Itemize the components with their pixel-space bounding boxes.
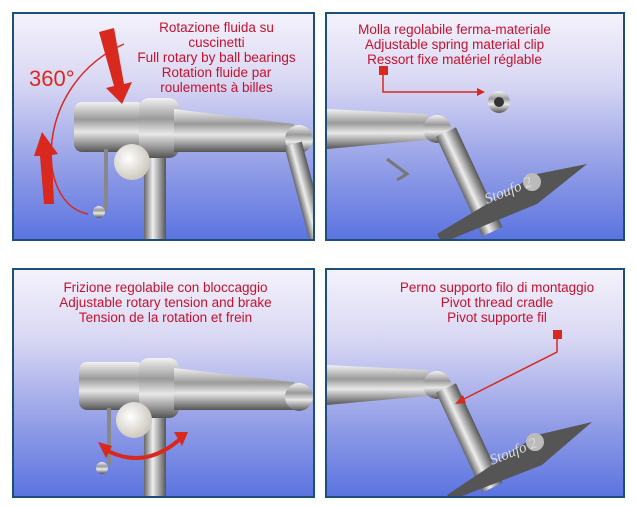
panel-spring-clip: Stoufo 2 Molla regolabile ferma-material… (325, 12, 625, 241)
caption-line: Pivot supporte fil (447, 310, 547, 325)
panel-rotary: 360° Rotazione fluida su cuscinetti Full… (12, 12, 315, 241)
caption-line: Rotation fluide par (161, 65, 272, 80)
panel-tension-brake: Frizione regolabile con bloccaggio Adjus… (12, 268, 315, 498)
caption-spring-clip: Molla regolabile ferma-materiale Adjusta… (327, 22, 582, 67)
caption-line: roulements à billes (160, 80, 273, 95)
panel-thread-cradle: Stoufo 2 Perno supporto filo di montaggi… (325, 268, 625, 498)
caption-line: Ressort fixe matériel réglable (367, 52, 542, 67)
caption-thread-cradle: Perno supporto filo di montaggio Pivot t… (367, 280, 623, 325)
arrow-down-icon (99, 28, 132, 104)
caption-line: cuscinetti (188, 35, 245, 50)
caption-tension-brake: Frizione regolabile con bloccaggio Adjus… (14, 280, 313, 325)
caption-line: Adjustable rotary tension and brake (59, 295, 272, 310)
vise-cradle-illustration: Stoufo 2 (327, 330, 592, 496)
caption-line: Rotazione fluida su (159, 20, 274, 35)
vise-brake-illustration (79, 358, 313, 496)
vise-rotary-illustration (34, 28, 313, 239)
marker-icon (553, 330, 562, 339)
arrow-right-icon (174, 432, 188, 446)
arrow-left-icon (98, 442, 112, 458)
caption-line: Perno supporto filo di montaggio (399, 280, 595, 295)
arrow-icon (455, 395, 466, 404)
caption-line: Full rotary by ball bearings (137, 50, 296, 65)
caption-line: Adjustable spring material clip (364, 37, 545, 52)
rotation-badge: 360° (29, 66, 75, 91)
caption-rotary: Rotazione fluida su cuscinetti Full rota… (124, 20, 309, 95)
arrow-up-icon (34, 132, 58, 204)
caption-line: Frizione regolabile con bloccaggio (63, 280, 268, 295)
caption-line: Tension de la rotation et frein (78, 310, 253, 325)
arrow-right-icon (477, 88, 485, 96)
caption-line: Molla regolabile ferma-materiale (358, 22, 551, 37)
caption-line: Pivot thread cradle (440, 295, 554, 310)
vise-clip-illustration: Stoufo 2 (327, 66, 587, 239)
marker-icon (379, 66, 388, 75)
